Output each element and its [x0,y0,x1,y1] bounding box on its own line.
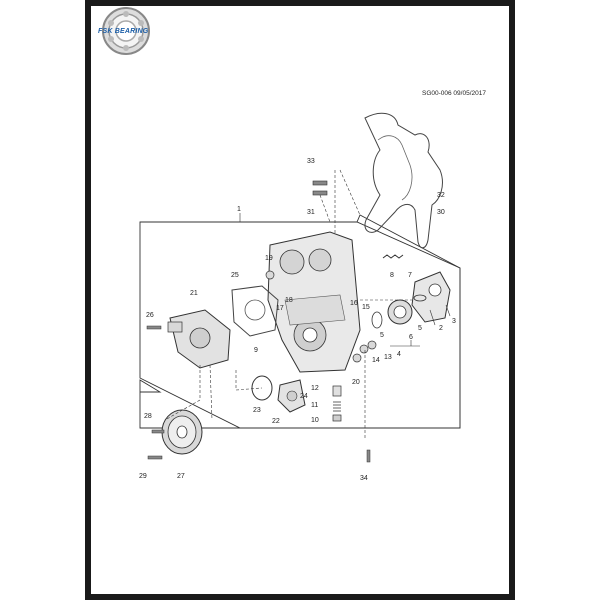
callout-3: 3 [452,318,456,325]
spring-part [382,254,404,259]
callout-10: 10 [311,417,319,424]
callout-34: 34 [360,475,368,482]
callout-13: 13 [384,354,392,361]
water-pump-part [167,309,231,369]
callout-15: 15 [362,304,370,311]
bolt-part [151,429,165,434]
callout-2: 2 [439,325,443,332]
callout-14: 14 [372,357,380,364]
callout-17: 17 [276,305,284,312]
thermostat-housing-part [251,375,306,413]
relief-valve-part [332,385,342,422]
timing-cover-part [267,231,361,373]
callout-25: 25 [231,272,239,279]
callout-26: 26 [146,312,154,319]
nut-part [265,270,275,280]
callout-27: 27 [177,473,185,480]
brand-logo [96,5,156,63]
diagram-reference: SG00-006 09/05/2017 [422,90,486,97]
callout-5: 5 [380,332,384,339]
callout-32: 32 [437,192,445,199]
plug-part [359,344,369,354]
brand-logo-text: FSK BEARING [98,28,149,35]
leader-lines [164,169,412,440]
assembly-box [139,221,461,429]
callout-19: 19 [265,255,273,262]
bolt-part [312,180,328,196]
callout-20: 20 [352,379,360,386]
callout-24: 24 [300,393,308,400]
crank-pulley-part [161,409,203,455]
callout-11: 11 [311,402,318,409]
plug-part [367,340,377,350]
bolt-part [366,449,371,463]
callout-6: 6 [409,334,413,341]
bearing-logo-icon [102,7,150,55]
callout-7: 7 [408,272,412,279]
callout-33: 33 [307,158,315,165]
bolt-part [146,325,162,330]
oil-pump-cover-part [411,271,451,323]
callout-22: 22 [272,418,280,425]
callout-29: 29 [139,473,147,480]
oil-seal-part [371,294,427,329]
callout-5: 5 [418,325,422,332]
callout-16: 16 [350,300,358,307]
bolt-part [147,455,163,460]
callout-30: 30 [437,209,445,216]
callout-21: 21 [190,290,198,297]
callout-9: 9 [254,347,258,354]
pump-gasket-part [231,285,279,337]
callout-28: 28 [144,413,152,420]
callout-31: 31 [307,209,315,216]
callout-12: 12 [311,385,319,392]
gasket-part [364,112,443,249]
callout-1: 1 [237,206,241,213]
callout-18: 18 [285,297,293,304]
nut-part [352,353,362,363]
callout-23: 23 [253,407,261,414]
callout-4: 4 [397,351,401,358]
callout-leaders [239,213,451,347]
callout-8: 8 [390,272,394,279]
